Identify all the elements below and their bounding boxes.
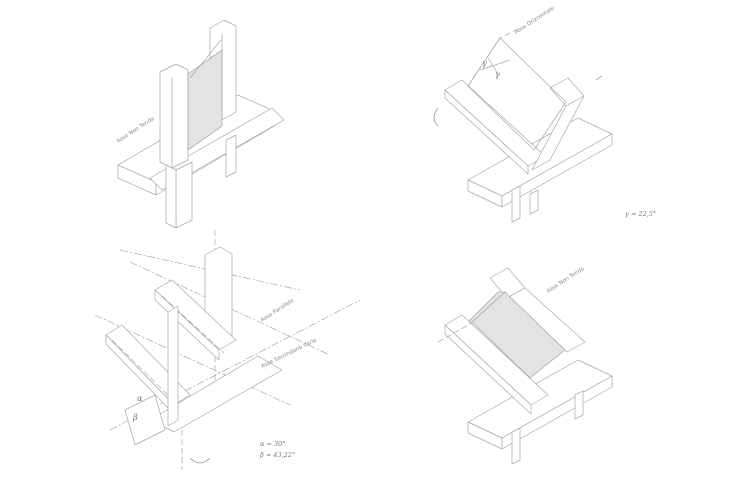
- axis-label-parallel: Asse Parallelo: [260, 298, 296, 324]
- alpha-symbol: α: [137, 394, 143, 403]
- axis-label-bottom-right: Asse Non Tenda: [546, 266, 586, 295]
- beta-value: β = 43,22°: [259, 451, 295, 459]
- gamma-value: γ = 22,5°: [625, 210, 656, 218]
- rotation-arrow-bottom-left: [189, 457, 211, 464]
- panel-top-left: Asse Non Tenda: [116, 19, 285, 229]
- alpha-value: α = 30°: [260, 440, 286, 448]
- small-arrow-top-right: [595, 75, 603, 81]
- rotation-arrow-top-right: [433, 107, 439, 127]
- axis-label-secondary: Asse Secondario Varia: [260, 338, 317, 370]
- panel-bottom-right: Asse Non Tenda: [437, 266, 613, 465]
- axis-label-top-right: Asse Orizzontale: [514, 5, 556, 35]
- axis-label-top-left: Asse Non Tenda: [116, 116, 156, 145]
- panel-bottom-left: Asse Parallelo Asse Secondario Varia α β…: [94, 230, 361, 470]
- beta-symbol: β: [132, 413, 138, 422]
- gamma-symbol-1: γ: [482, 59, 487, 68]
- gamma-symbol-2: γ: [495, 70, 500, 79]
- panel-top-right: γ γ Asse Orizzontale γ = 22,5°: [433, 5, 656, 223]
